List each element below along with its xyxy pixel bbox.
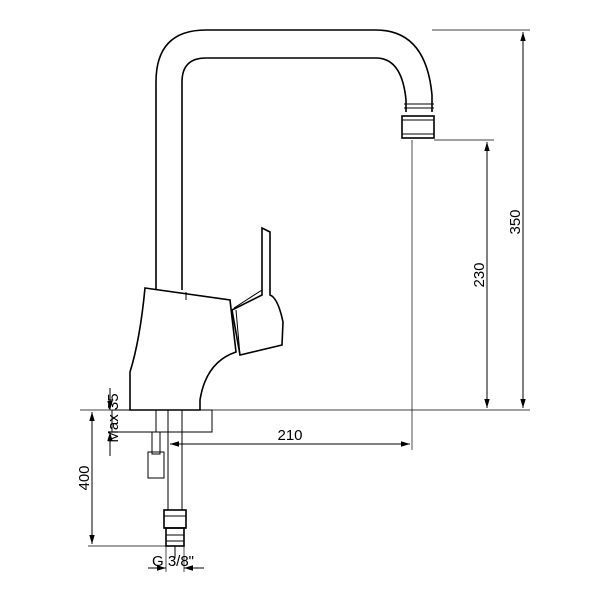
dim-label-thread-size: G 3/8" xyxy=(152,553,194,570)
aerator xyxy=(401,115,435,139)
dim-label-spout-reach: 210 xyxy=(277,427,302,444)
spout-tube-inner xyxy=(181,57,407,290)
faucet-outline xyxy=(129,29,435,411)
dim-deck-thickness: Max 35 xyxy=(105,388,122,456)
hose-fitting xyxy=(163,509,187,529)
mounting-stud xyxy=(151,431,161,455)
dim-thread-size: G 3/8" xyxy=(148,546,204,572)
dim-hose-length: 400 xyxy=(76,412,166,547)
dim-label-total-height: 350 xyxy=(507,209,524,234)
dim-label-spout-height: 230 xyxy=(471,262,488,287)
spout-tube xyxy=(155,29,433,290)
dim-spout-reach: 210 xyxy=(167,140,413,450)
faucet-body xyxy=(129,287,237,411)
mounting-nut xyxy=(147,451,165,479)
dim-label-deck-thickness: Max 35 xyxy=(105,393,122,442)
deck-plate xyxy=(111,409,213,433)
deck-section xyxy=(111,409,213,558)
lever-handle xyxy=(231,226,284,356)
dim-total-height: 350 xyxy=(507,32,526,408)
supply-hose xyxy=(167,409,183,511)
dim-spout-height: 230 xyxy=(471,142,490,408)
dim-label-hose-length: 400 xyxy=(76,465,93,490)
aerator-ring xyxy=(404,103,434,109)
